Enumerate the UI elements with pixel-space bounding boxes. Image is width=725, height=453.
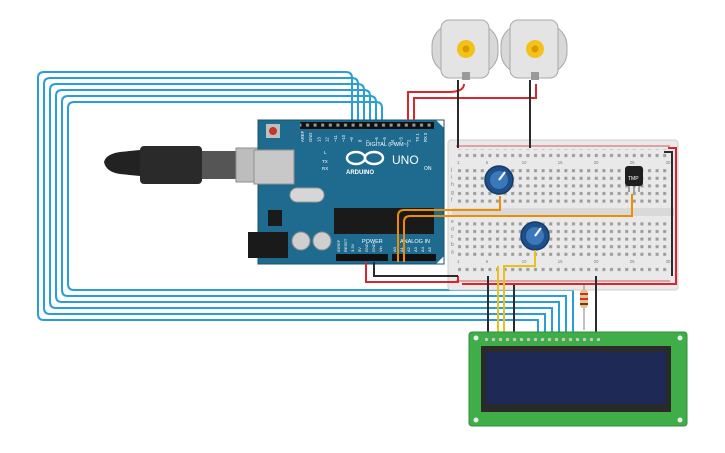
row-letter: g — [451, 190, 454, 196]
column-number: 1 — [457, 259, 460, 264]
black-wires — [373, 80, 673, 334]
column-number: 15 — [558, 259, 563, 264]
digital-pin-label: AREF — [300, 130, 305, 142]
tx-led-label: TX — [322, 159, 328, 164]
digital-pin-label: 12 — [325, 137, 330, 142]
digital-pin-label: ~3 — [398, 137, 403, 142]
digital-pin-label: ~5 — [382, 137, 387, 142]
row-letter: b — [451, 242, 454, 248]
power-pin-label: RESET — [343, 238, 348, 252]
row-letter: d — [451, 227, 454, 233]
sensor-label: TMP — [628, 176, 639, 182]
power-pin-label: GND — [364, 243, 369, 252]
analog-pin-label: A0 — [392, 246, 397, 252]
orange-wires — [397, 194, 633, 262]
column-number: 20 — [594, 160, 599, 165]
column-number: 25 — [630, 259, 635, 264]
column-number: 10 — [522, 259, 527, 264]
digital-pin-label: 4 — [390, 139, 395, 142]
arduino-logo-icon — [345, 150, 385, 166]
power-pin-label: 3.3V — [350, 243, 355, 252]
row-letter: i — [451, 175, 452, 181]
digital-pin-label: 2 — [407, 139, 412, 142]
arduino-uno-board: UNO ARDUINO DIGITAL (PWM~) POWER ANALOG … — [248, 119, 445, 265]
digital-header-label: DIGITAL (PWM~) — [366, 142, 409, 148]
power-pin-label: 5V — [357, 247, 362, 252]
analog-header-label: ANALOG IN — [400, 239, 430, 245]
column-number: 5 — [486, 160, 489, 165]
analog-pin-label: A1 — [399, 246, 404, 252]
column-number: 1 — [457, 160, 460, 165]
dc-motor-2 — [500, 19, 568, 80]
dc-motor-1 — [431, 19, 499, 80]
analog-pin-label: A5 — [427, 246, 432, 252]
potentiometer-2 — [520, 221, 550, 251]
digital-pin-label: 8 — [357, 139, 362, 142]
power-header-label: POWER — [362, 239, 383, 245]
power-pin-label: GND — [371, 243, 376, 252]
digital-pin-label: RX 0 — [423, 132, 428, 142]
digital-pin-label: ~6 — [374, 137, 379, 142]
row-letter: f — [451, 197, 453, 203]
analog-pin-label: A3 — [413, 246, 418, 252]
power-pin-label: IOREF — [336, 239, 341, 252]
digital-pin-label: GND — [308, 133, 313, 142]
red-wires — [365, 83, 677, 285]
board-brand: ARDUINO — [346, 170, 374, 176]
rx-led-label: RX — [322, 166, 328, 171]
power-pin-label: Vin — [378, 246, 383, 252]
blue-wires — [37, 71, 574, 334]
column-number: 15 — [558, 160, 563, 165]
row-letter: j — [450, 167, 452, 173]
yellow-wires — [497, 250, 536, 334]
board-model: UNO — [392, 153, 419, 167]
usb-cable — [104, 146, 267, 184]
lcd-screen — [486, 352, 666, 404]
row-letter: h — [451, 182, 454, 188]
analog-pin-label: A4 — [420, 246, 425, 252]
row-letter: e — [451, 219, 454, 225]
analog-pin-label: A2 — [406, 246, 411, 252]
digital-pin-label: 13 — [316, 137, 321, 142]
column-number: 30 — [666, 160, 671, 165]
digital-pin-label: 7 — [366, 139, 371, 142]
lcd-display — [468, 331, 688, 427]
digital-pin-label: ~11 — [333, 135, 338, 142]
temperature-sensor: TMP — [625, 166, 643, 192]
column-number: 25 — [630, 160, 635, 165]
on-led-label: ON — [424, 166, 432, 172]
potentiometer-1 — [484, 165, 514, 195]
l-led-label: L — [324, 150, 327, 155]
row-letter: a — [451, 249, 454, 255]
column-number: 10 — [522, 160, 527, 165]
column-number: 5 — [486, 259, 489, 264]
digital-pin-label: ~10 — [341, 134, 346, 142]
resistor — [580, 284, 588, 330]
column-number: 20 — [594, 259, 599, 264]
digital-pin-label: ~9 — [349, 137, 354, 142]
column-number: 30 — [666, 259, 671, 264]
row-letter: c — [451, 234, 454, 240]
digital-pin-label: TX 1 — [415, 132, 420, 142]
